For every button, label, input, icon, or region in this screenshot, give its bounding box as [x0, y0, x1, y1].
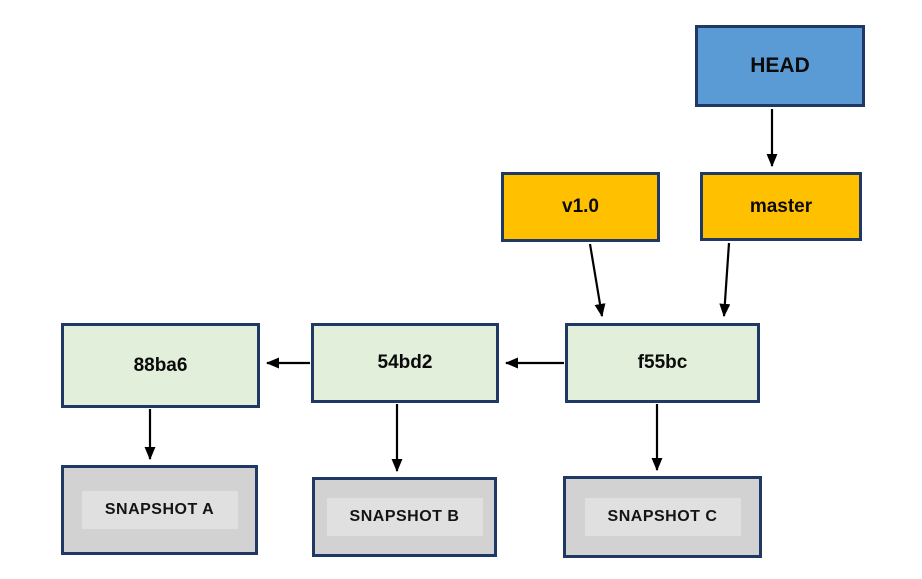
- node-snapshot-c-label: SNAPSHOT C: [584, 498, 741, 536]
- node-snapshot-a-label: SNAPSHOT A: [81, 491, 238, 529]
- node-head: HEAD: [695, 25, 865, 107]
- node-commit-54bd2: 54bd2: [311, 323, 499, 403]
- node-commit-f55bc-label: f55bc: [637, 352, 688, 373]
- node-snapshot-a: SNAPSHOT A: [61, 465, 258, 555]
- node-master-branch: master: [700, 172, 862, 241]
- node-commit-88ba6: 88ba6: [61, 323, 260, 408]
- arrow-v10-to-f55bc: [588, 243, 606, 318]
- node-master-label: master: [749, 195, 813, 217]
- node-snapshot-b-label: SNAPSHOT B: [326, 498, 483, 536]
- node-snapshot-b: SNAPSHOT B: [312, 477, 497, 557]
- node-head-label: HEAD: [750, 54, 810, 77]
- node-commit-f55bc: f55bc: [565, 323, 760, 403]
- node-snapshot-c: SNAPSHOT C: [563, 476, 762, 558]
- node-v1-0-tag: v1.0: [501, 172, 660, 242]
- node-commit-54bd2-label: 54bd2: [377, 352, 433, 373]
- arrow-master-to-f55bc: [719, 242, 731, 318]
- node-commit-88ba6-label: 88ba6: [133, 354, 188, 376]
- node-v1-0-label: v1.0: [562, 196, 599, 217]
